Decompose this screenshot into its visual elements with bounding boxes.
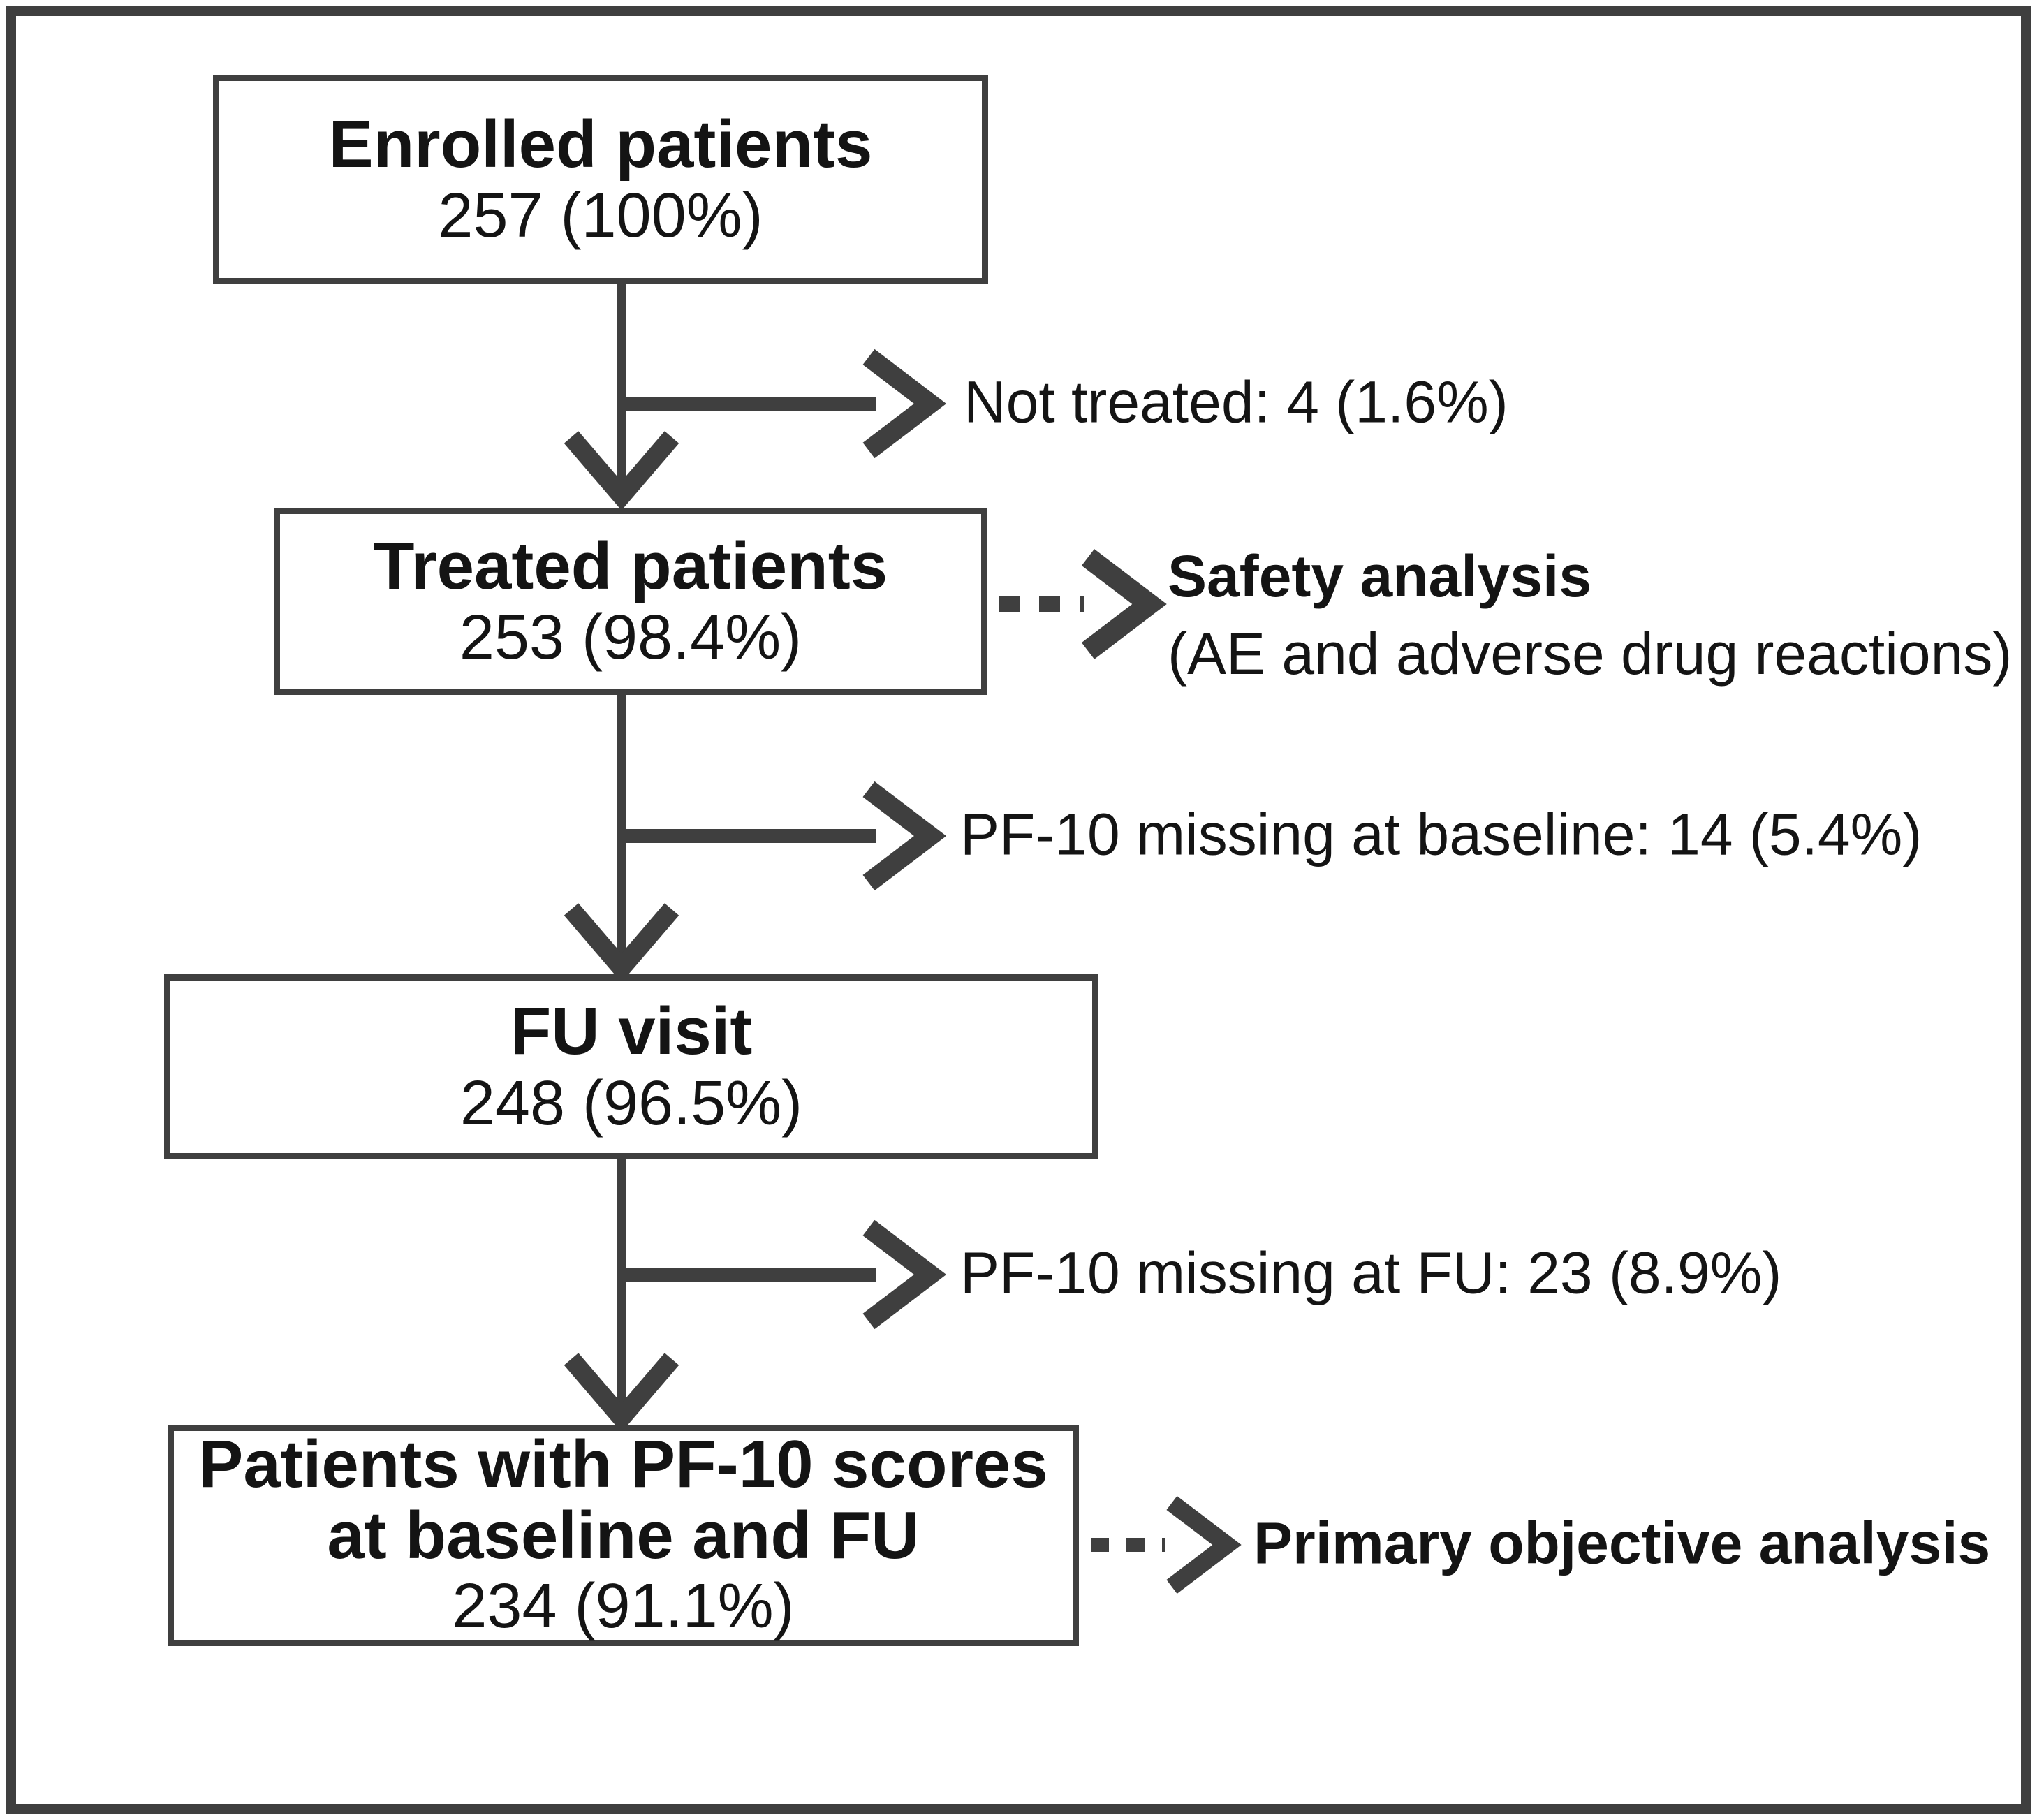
arrow-branch-not-treated — [626, 348, 947, 459]
arrow-branch-missing-fu — [626, 1219, 947, 1330]
patient-count: 253 (98.4%) — [459, 603, 802, 673]
box-title-line1: Patients with PF-10 scores — [198, 1427, 1048, 1502]
label-not-treated: Not treated: 4 (1.6%) — [964, 369, 1508, 435]
box-title: Treated patients — [373, 528, 888, 603]
box-fu-visit: FU visit 248 (96.5%) — [164, 974, 1098, 1159]
patient-count: 234 (91.1%) — [452, 1571, 795, 1641]
box-enrolled-patients: Enrolled patients 257 (100%) — [213, 75, 988, 284]
arrow-treated-to-fu — [564, 692, 679, 983]
primary-analysis-title: Primary objective analysis — [1253, 1510, 1991, 1576]
arrow-fu-to-pf10 — [564, 1157, 679, 1432]
annotation-safety-analysis: Safety analysis (AE and adverse drug rea… — [1168, 538, 2012, 693]
patient-count: 248 (96.5%) — [459, 1068, 803, 1138]
label-pf10-missing-baseline: PF-10 missing at baseline: 14 (5.4%) — [960, 801, 1922, 867]
arrow-branch-missing-baseline — [626, 781, 947, 891]
box-title-line2: at baseline and FU — [327, 1498, 920, 1573]
box-treated-patients: Treated patients 253 (98.4%) — [274, 508, 987, 695]
patient-count: 257 (100%) — [438, 181, 763, 251]
arrow-dashed-primary-analysis — [1091, 1496, 1242, 1594]
annotation-primary-analysis: Primary objective analysis — [1253, 1504, 1990, 1582]
box-pf10-scores: Patients with PF-10 scores at baseline a… — [168, 1425, 1079, 1646]
box-title: FU visit — [510, 994, 753, 1069]
arrow-dashed-safety-analysis — [999, 549, 1167, 659]
safety-analysis-detail: (AE and adverse drug reactions) — [1168, 620, 2013, 687]
arrow-enrolled-to-treated — [564, 281, 679, 511]
label-pf10-missing-fu: PF-10 missing at FU: 23 (8.9%) — [960, 1240, 1782, 1306]
safety-analysis-title: Safety analysis — [1168, 543, 1592, 609]
box-title: Enrolled patients — [328, 106, 873, 182]
